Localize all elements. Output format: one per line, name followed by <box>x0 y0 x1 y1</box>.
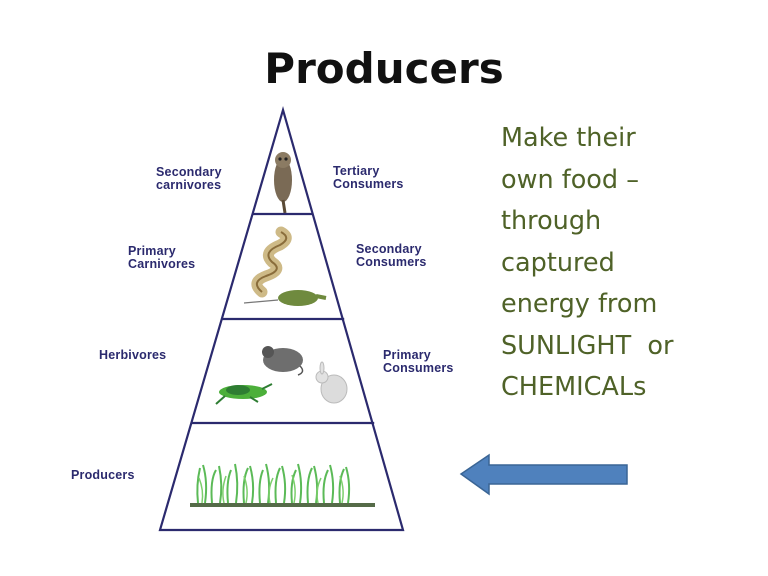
rabbit-icon <box>315 361 348 404</box>
mouse-icon <box>262 346 304 376</box>
description-line: through <box>501 206 602 236</box>
label-herbivores: Herbivores <box>99 349 166 362</box>
label-primary-consumers: Primary Consumers <box>383 349 454 375</box>
label-secondary-carnivores: Secondary carnivores <box>156 166 222 192</box>
left-arrow-icon <box>459 453 628 496</box>
owl-icon <box>274 152 292 214</box>
label-line: carnivores <box>156 178 222 192</box>
label-secondary-consumers: Secondary Consumers <box>356 243 427 269</box>
label-line: Producers <box>71 468 135 482</box>
label-line: Primary <box>383 348 431 362</box>
description-line: SUNLIGHT or <box>501 330 674 361</box>
label-line: Secondary <box>356 242 422 256</box>
description-line: energy from <box>501 289 658 319</box>
label-line: Consumers <box>356 255 427 269</box>
description-line: own food – <box>501 164 639 195</box>
description-line: CHEMICALs <box>501 372 647 402</box>
producer-description: Make their own food – through captured e… <box>501 118 761 409</box>
description-line: Make their <box>501 123 636 153</box>
slide-title: Producers <box>264 44 504 93</box>
label-line: Primary <box>128 244 176 258</box>
label-line: Consumers <box>333 177 404 191</box>
label-line: Tertiary <box>333 164 380 178</box>
label-line: Herbivores <box>99 348 167 362</box>
label-line: Carnivores <box>128 257 196 271</box>
label-tertiary-consumers: Tertiary Consumers <box>333 165 404 191</box>
grasshopper-icon <box>215 383 273 405</box>
label-producers: Producers <box>71 469 135 482</box>
description-line: captured <box>501 247 615 278</box>
grass-icon <box>190 463 375 507</box>
label-line: Secondary <box>156 165 222 179</box>
shrew-icon <box>243 290 327 306</box>
label-line: Consumers <box>383 361 454 375</box>
label-primary-carnivores: Primary Carnivores <box>128 245 195 271</box>
snake-icon <box>251 226 292 298</box>
